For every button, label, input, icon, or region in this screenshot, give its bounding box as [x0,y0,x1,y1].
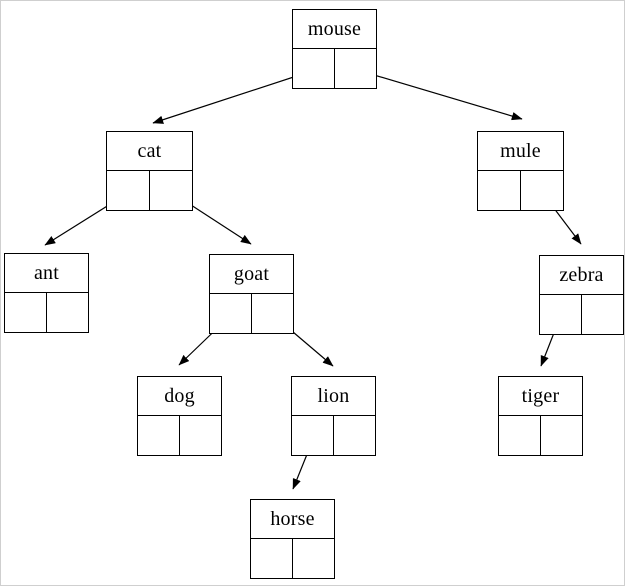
right-pointer-cell-tiger[interactable] [541,416,583,455]
tree-node-mule[interactable]: mule [477,131,564,211]
left-pointer-cell-horse[interactable] [251,539,293,578]
left-pointer-cell-mule[interactable] [478,171,521,210]
right-pointer-cell-lion[interactable] [334,416,376,455]
node-label-cat: cat [107,132,192,171]
node-pointer-cells-ant [5,293,88,332]
node-label-dog: dog [138,377,221,416]
tree-node-lion[interactable]: lion [291,376,376,456]
tree-node-horse[interactable]: horse [250,499,335,579]
right-pointer-cell-mouse[interactable] [335,49,377,88]
node-label-goat: goat [210,255,293,294]
right-pointer-cell-zebra[interactable] [582,295,624,334]
tree-node-zebra[interactable]: zebra [539,255,624,335]
right-pointer-cell-ant[interactable] [47,293,89,332]
left-pointer-cell-zebra[interactable] [540,295,582,334]
tree-node-cat[interactable]: cat [106,131,193,211]
node-pointer-cells-goat [210,294,293,333]
left-pointer-cell-lion[interactable] [292,416,334,455]
right-pointer-cell-cat[interactable] [150,171,193,210]
left-pointer-cell-tiger[interactable] [499,416,541,455]
left-pointer-cell-ant[interactable] [5,293,47,332]
right-pointer-cell-mule[interactable] [521,171,564,210]
node-label-lion: lion [292,377,375,416]
tree-node-dog[interactable]: dog [137,376,222,456]
node-label-mouse: mouse [293,10,376,49]
tree-node-goat[interactable]: goat [209,254,294,334]
tree-node-tiger[interactable]: tiger [498,376,583,456]
node-pointer-cells-mule [478,171,563,210]
node-label-ant: ant [5,254,88,293]
right-pointer-cell-dog[interactable] [180,416,222,455]
edge-mouse-to-cat [152,69,316,124]
left-pointer-cell-goat[interactable] [210,294,252,333]
node-label-zebra: zebra [540,256,623,295]
node-label-horse: horse [251,500,334,539]
node-label-mule: mule [478,132,563,171]
node-label-tiger: tiger [499,377,582,416]
node-pointer-cells-cat [107,171,192,210]
node-pointer-cells-mouse [293,49,376,88]
node-pointer-cells-tiger [499,416,582,455]
right-pointer-cell-goat[interactable] [252,294,294,333]
node-pointer-cells-lion [292,416,375,455]
tree-node-mouse[interactable]: mouse [292,9,377,89]
tree-node-ant[interactable]: ant [4,253,89,333]
left-pointer-cell-mouse[interactable] [293,49,335,88]
node-pointer-cells-zebra [540,295,623,334]
right-pointer-cell-horse[interactable] [293,539,335,578]
left-pointer-cell-cat[interactable] [107,171,150,210]
edge-mouse-to-mule [353,68,523,121]
node-pointer-cells-horse [251,539,334,578]
left-pointer-cell-dog[interactable] [138,416,180,455]
node-pointer-cells-dog [138,416,221,455]
